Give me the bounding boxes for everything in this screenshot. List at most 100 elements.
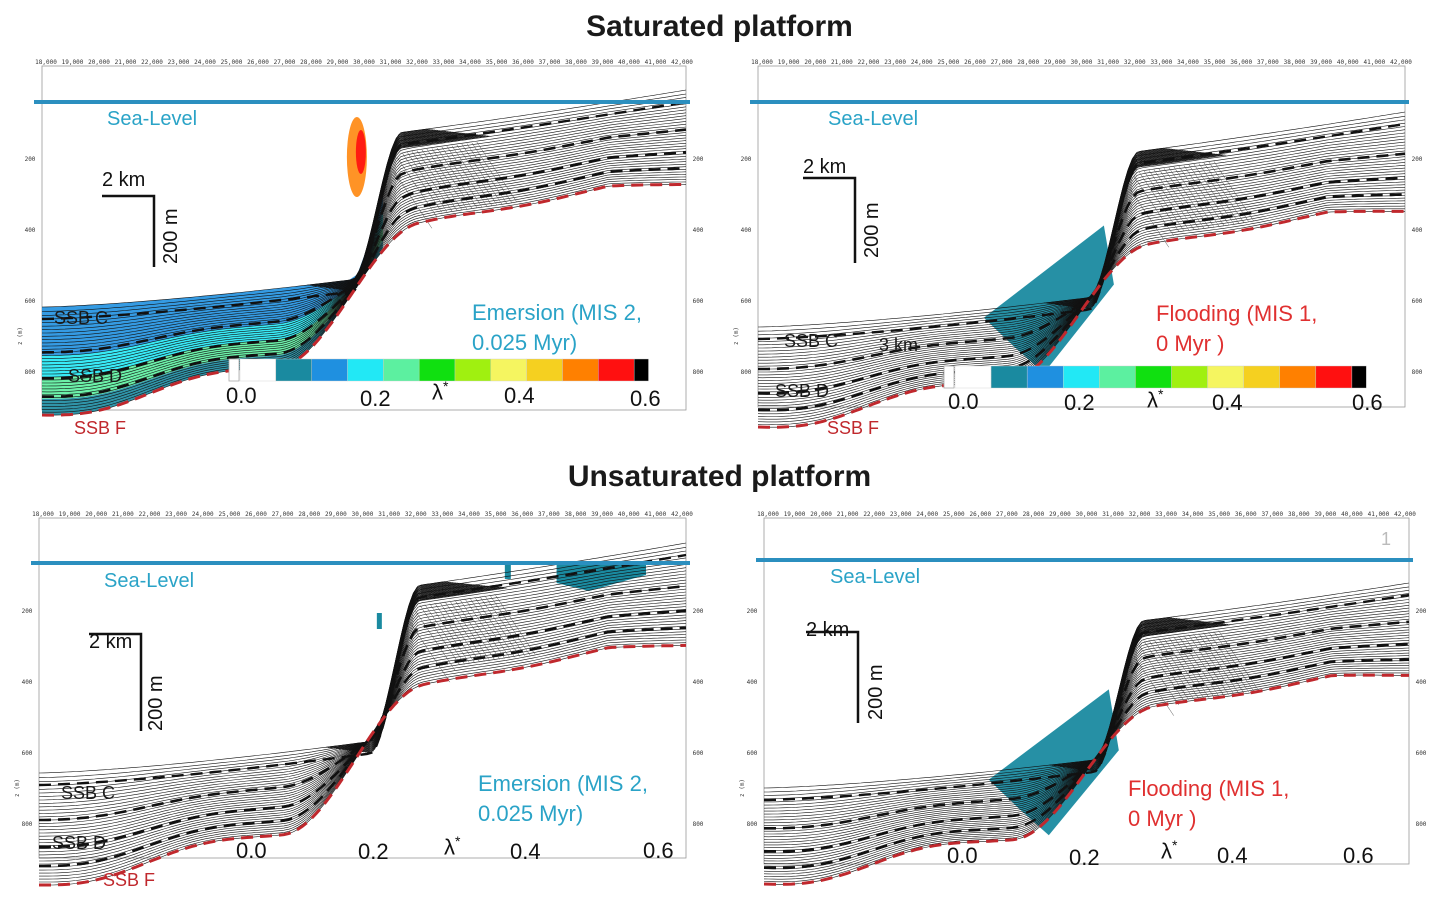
- stage-annotation: Flooding (MIS 1,0 Myr ): [1156, 299, 1317, 359]
- hatch-line: [489, 594, 531, 656]
- hatch-line: [401, 152, 443, 213]
- ssb-f-label: SSB F: [103, 870, 156, 890]
- x-tick-label: 20,000: [85, 511, 107, 518]
- annotation-line-2: 0 Myr ): [1128, 806, 1197, 831]
- x-tick-label: 29,000: [1044, 59, 1066, 66]
- hatch-line: [1163, 637, 1204, 699]
- annotation-line-1: Flooding (MIS 1,: [1156, 301, 1318, 326]
- hatch-line: [1218, 630, 1259, 691]
- strata-line: [39, 567, 687, 801]
- colorbar-tick-3: 0.6: [1352, 390, 1383, 415]
- depth-tick-label: 400: [22, 679, 33, 686]
- x-tick-label: 25,000: [219, 511, 241, 518]
- x-tick-label: 28,000: [1017, 59, 1039, 66]
- x-tick-label: 25,000: [938, 59, 960, 66]
- hatch-line: [1193, 633, 1234, 695]
- hatch-line: [1133, 655, 1174, 716]
- depth-tick-label: 800: [1412, 369, 1423, 376]
- hatch-line: [1178, 635, 1219, 697]
- colorbar-swatch: [1315, 365, 1353, 389]
- hatch-line: [1203, 632, 1244, 693]
- sea-level-label: Sea-Level: [830, 566, 921, 588]
- x-tick-label: 26,000: [964, 59, 986, 66]
- x-tick-label: 30,000: [353, 59, 375, 66]
- x-tick-label: 19,000: [62, 59, 84, 66]
- x-tick-label: 35,000: [485, 511, 507, 518]
- scale-bar-vertical-label: 200 m: [865, 664, 887, 720]
- colorbar-swatch: [1243, 365, 1280, 389]
- hatch-line: [1198, 163, 1240, 224]
- hatch-line: [429, 603, 471, 664]
- scale-bar: [806, 630, 860, 723]
- hatch-line: [1163, 167, 1205, 229]
- x-tick-label: 21,000: [112, 511, 134, 518]
- z-axis-label: z (m): [739, 779, 746, 797]
- depth-tick-label: 800: [22, 821, 33, 828]
- depth-tick-label: 400: [25, 227, 36, 234]
- hatch-line: [1208, 631, 1249, 693]
- x-tick-label: 23,000: [165, 511, 187, 518]
- x-tick-label: 38,000: [1284, 59, 1306, 66]
- depth-tick-label: 400: [1416, 679, 1427, 686]
- colorbar-tick-0: 0.0: [948, 389, 979, 414]
- x-tick-label: 29,000: [1049, 511, 1071, 518]
- colorbar-tick-0: 0.0: [236, 838, 267, 863]
- x-tick-label: 31,000: [380, 59, 402, 66]
- x-tick-label: 18,000: [751, 59, 773, 66]
- sequence-boundary-line: [758, 152, 1406, 371]
- x-tick-label: 39,000: [591, 511, 613, 518]
- depth-tick-label: 600: [1416, 750, 1427, 757]
- hatch-line: [1168, 167, 1210, 228]
- hatch-line: [414, 609, 456, 671]
- hatch-line: [1148, 639, 1189, 701]
- ssb-f-line: [41, 182, 687, 417]
- ssb-f-label: SSB F: [827, 418, 880, 438]
- scale-bar-horizontal-label: 2 km: [102, 169, 146, 191]
- x-tick-label: 23,000: [168, 59, 190, 66]
- colorbar-symbol: λ*: [444, 833, 461, 860]
- x-tick-label: 30,000: [1076, 511, 1098, 518]
- x-tick-label: 41,000: [1368, 511, 1390, 518]
- ssb-f-label: SSB F: [74, 418, 127, 438]
- x-tick-label: 22,000: [139, 511, 161, 518]
- x-tick-label: 41,000: [645, 59, 667, 66]
- hatch-line: [424, 604, 466, 665]
- depth-tick-label: 200: [22, 608, 33, 615]
- hatch-line: [1183, 635, 1224, 696]
- scale-bar: [803, 176, 857, 263]
- colorbar-swatch: [311, 358, 348, 382]
- figure-frame: [38, 517, 687, 859]
- sequence-boundary-line: [41, 128, 687, 354]
- ssb-c-label: SSB C: [54, 308, 109, 328]
- colorbar-swatch: [1351, 365, 1367, 389]
- x-tick-label: 33,000: [1151, 59, 1173, 66]
- sequence-boundary-line: [41, 100, 687, 321]
- x-tick-label: 40,000: [1337, 59, 1359, 66]
- annotation-line-1: Emersion (MIS 2,: [478, 771, 648, 796]
- scale-bar-vertical-label: 200 m: [160, 208, 182, 264]
- hatch-line: [1168, 637, 1209, 698]
- colorbar-swatch: [954, 365, 992, 389]
- x-tick-label: 22,000: [863, 511, 885, 518]
- depth-tick-label: 400: [1412, 227, 1423, 234]
- hatch-line: [454, 600, 496, 661]
- x-tick-label: 40,000: [618, 59, 640, 66]
- lambda-zone-band: [42, 226, 383, 399]
- depth-tick-label: 800: [693, 369, 704, 376]
- x-tick-label: 24,000: [192, 511, 214, 518]
- scale-bar-vertical-label: 200 m: [861, 202, 883, 258]
- colorbar-tick-0: 0.0: [947, 843, 978, 868]
- stage-annotation: Emersion (MIS 2,0.025 Myr): [478, 769, 648, 829]
- x-tick-label: 42,000: [671, 511, 693, 518]
- hatch-line: [449, 600, 491, 662]
- x-tick-label: 34,000: [458, 511, 480, 518]
- sequence-boundary-line: [764, 642, 1410, 853]
- z-axis-label: z (m): [14, 779, 21, 797]
- sequence-boundary-line: [763, 593, 1410, 802]
- colorbar-swatch: [598, 358, 635, 382]
- scale-bar-horizontal-label: 2 km: [806, 619, 850, 641]
- colorbar-symbol: λ*: [1161, 837, 1178, 864]
- x-tick-label: 37,000: [539, 59, 561, 66]
